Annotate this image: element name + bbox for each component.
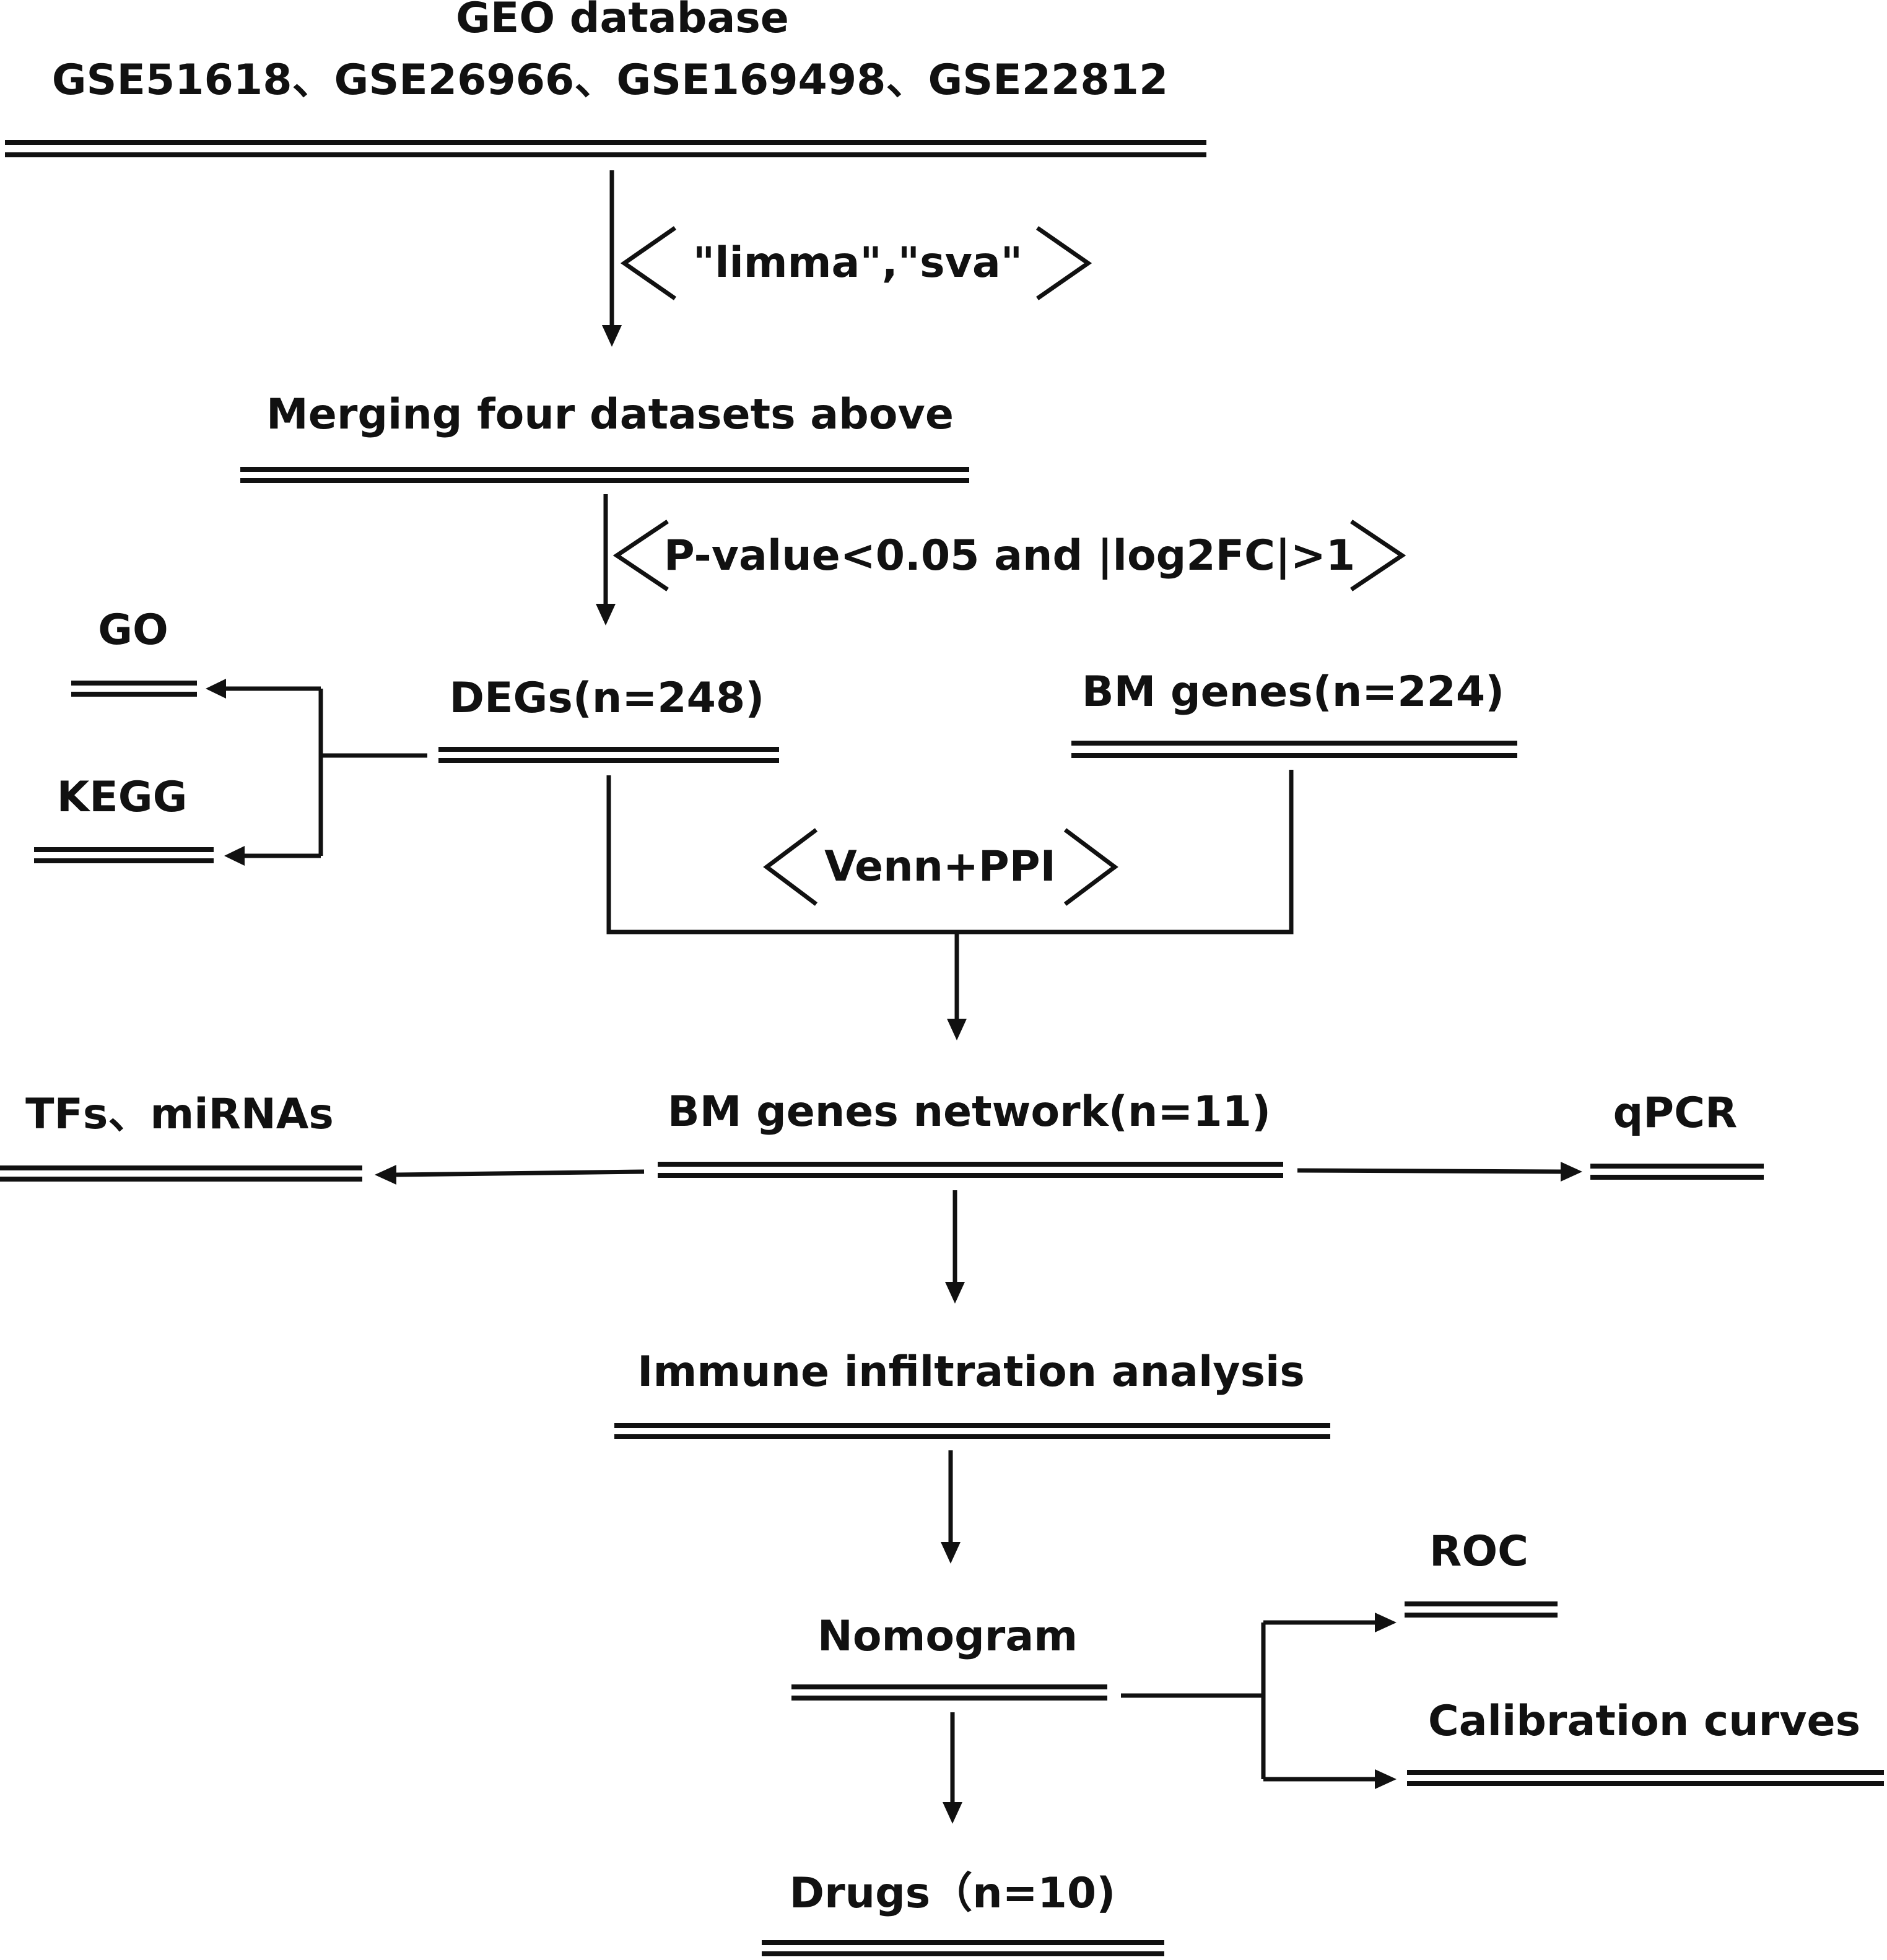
tfs-label: TFs、miRNAs (25, 1090, 334, 1139)
chevron-right-icon (1350, 520, 1406, 591)
node-drugs: Drugs（n=10) (762, 1869, 1164, 1956)
node-tfs-mirnas: TFs、miRNAs (0, 1090, 362, 1182)
chevron-right-icon (1063, 828, 1118, 906)
arrow-network-to-tfs (375, 1165, 645, 1185)
arrow-nomogram-to-drugs (943, 1712, 962, 1824)
method-limma-sva: "limma","sva" (620, 226, 1092, 300)
node-degs: DEGs(n=248) (438, 674, 779, 763)
drugs-label: Drugs（n=10) (790, 1869, 1116, 1918)
method-packages-label: "limma","sva" (693, 238, 1022, 287)
bracket-degs-to-go-kegg (206, 679, 427, 866)
geo-datasets: GSE51618、GSE26966、GSE169498、GSE22812 (52, 56, 1169, 105)
qpcr-label: qPCR (1613, 1089, 1738, 1138)
nomogram-label: Nomogram (817, 1612, 1078, 1661)
degs-label: DEGs(n=248) (450, 674, 765, 723)
node-qpcr: qPCR (1590, 1089, 1764, 1180)
chevron-left-icon (763, 828, 818, 906)
node-merge: Merging four datasets above (240, 390, 969, 483)
kegg-label: KEGG (57, 773, 188, 822)
node-geo-database: GEO database GSE51618、GSE26966、GSE169498… (5, 0, 1206, 157)
join-degs-bm-to-network (606, 770, 1294, 1040)
arrow-merge-to-degs (596, 494, 616, 625)
immune-label: Immune infiltration analysis (637, 1348, 1305, 1396)
go-label: GO (98, 606, 168, 655)
node-nomogram: Nomogram (791, 1612, 1107, 1701)
arrow-network-to-immune (945, 1190, 965, 1304)
method-venn-ppi-label: Venn+PPI (824, 842, 1056, 891)
node-roc: ROC (1405, 1527, 1558, 1618)
node-bm-genes-network: BM genes network(n=11) (658, 1087, 1283, 1178)
node-kegg: KEGG (34, 773, 214, 863)
merge-label: Merging four datasets above (266, 390, 954, 439)
method-venn-ppi: Venn+PPI (763, 828, 1118, 906)
node-go: GO (71, 606, 197, 697)
method-threshold: P-value<0.05 and |log2FC|>1 (612, 520, 1406, 591)
geo-title: GEO database (456, 0, 789, 43)
arrow-immune-to-nomogram (941, 1450, 961, 1564)
bracket-nomogram-to-roc-calibration (1121, 1613, 1397, 1789)
chevron-left-icon (620, 226, 676, 300)
roc-label: ROC (1429, 1527, 1528, 1576)
network-label: BM genes network(n=11) (668, 1087, 1271, 1136)
chevron-right-icon (1036, 226, 1092, 300)
bm-genes-label: BM genes(n=224) (1082, 668, 1504, 716)
node-bm-genes: BM genes(n=224) (1071, 668, 1517, 758)
chevron-left-icon (612, 520, 669, 591)
calibration-label: Calibration curves (1428, 1697, 1860, 1746)
arrow-network-to-qpcr (1297, 1162, 1582, 1182)
method-threshold-label: P-value<0.05 and |log2FC|>1 (664, 531, 1355, 580)
arrow-geo-to-merge (602, 170, 622, 347)
node-immune-infiltration: Immune infiltration analysis (614, 1348, 1330, 1439)
node-calibration-curves: Calibration curves (1407, 1697, 1884, 1786)
